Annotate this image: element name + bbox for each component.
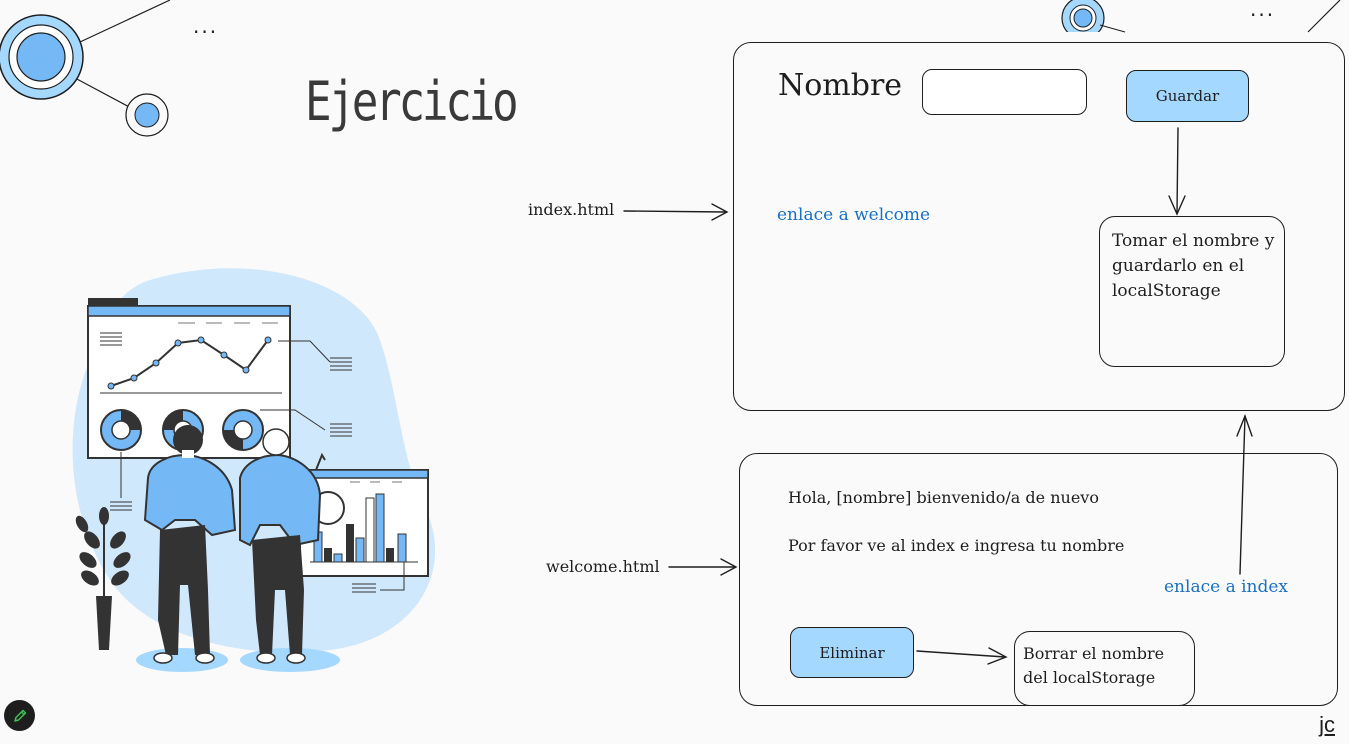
people-dashboard-illustration xyxy=(72,268,436,672)
dots-left: ... xyxy=(193,14,219,38)
edit-button[interactable] xyxy=(4,700,35,731)
pencil-icon xyxy=(13,709,26,722)
link-to-index[interactable]: enlace a index xyxy=(1164,577,1289,597)
dots-right: ... xyxy=(1250,0,1276,21)
slide-title: Ejercicio xyxy=(305,70,519,133)
author-initials: jc xyxy=(1319,712,1335,737)
link-to-welcome[interactable]: enlace a welcome xyxy=(777,205,931,225)
index-html-label: index.html xyxy=(528,200,615,219)
name-input[interactable] xyxy=(922,69,1087,115)
welcome-html-label: welcome.html xyxy=(546,557,660,576)
save-note: Tomar el nombre y guardarlo en el localS… xyxy=(1099,216,1285,367)
greeting-text: Hola, [nombre] bienvenido/a de nuevo xyxy=(788,488,1099,507)
decorative-circles-right xyxy=(1060,0,1341,40)
prompt-text: Por favor ve al index e ingresa tu nombr… xyxy=(788,536,1125,555)
name-label: Nombre xyxy=(778,68,903,103)
delete-button[interactable]: Eliminar xyxy=(790,627,914,678)
save-button[interactable]: Guardar xyxy=(1126,70,1249,122)
decorative-circles-left xyxy=(0,0,171,137)
delete-note: Borrar el nombre del localStorage xyxy=(1014,631,1195,706)
index-page-box xyxy=(733,42,1345,411)
